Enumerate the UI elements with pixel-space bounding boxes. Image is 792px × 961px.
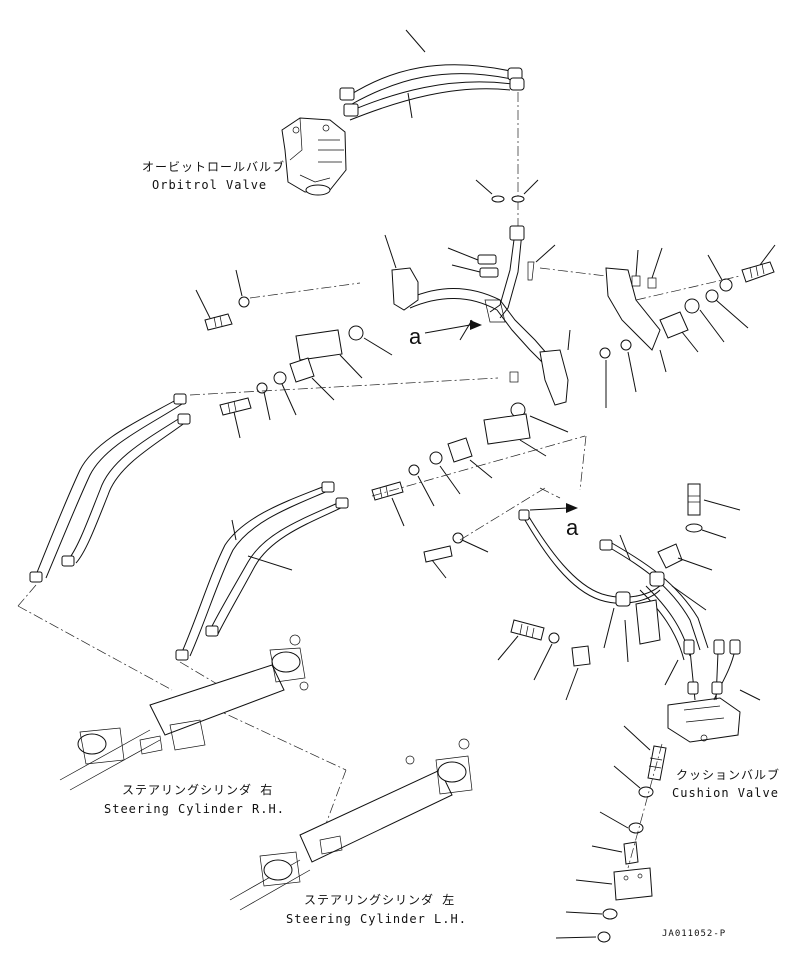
right-plate-hardware (371, 402, 586, 579)
ref-arrow-lower (529, 503, 578, 513)
drawing-code: JA011052-P (662, 929, 727, 939)
bottom-right-stack (555, 725, 667, 943)
steering-rh-label-jp: ステアリングシリンダ 右 (122, 783, 274, 797)
pipe-clamps (447, 244, 556, 281)
middle-hoses (175, 481, 349, 661)
orbitrol-valve (281, 117, 347, 196)
steering-cylinder-lh (229, 738, 473, 911)
right-hardware-top (599, 244, 776, 408)
steering-rh-label-en: Steering Cylinder R.H. (104, 802, 285, 816)
cushion-label-en: Cushion Valve (672, 786, 779, 800)
orbitrol-label-jp: オービットロールバルブ (142, 160, 286, 174)
cushion-top-bolt (685, 483, 741, 539)
cushion-pipes (518, 509, 713, 686)
steering-lh-label-en: Steering Cylinder L.H. (286, 912, 467, 926)
left-long-hoses (29, 393, 191, 583)
steering-cylinder-rh (59, 634, 309, 791)
left-plate-hardware (189, 269, 519, 439)
orbitrol-upper-hoses (339, 29, 525, 121)
reference-a-lower: a (566, 515, 579, 540)
cushion-valve (667, 639, 761, 743)
steering-lh-label-jp: ステアリングシリンダ 左 (304, 893, 456, 907)
bottom-center-hardware (497, 619, 591, 701)
orbitrol-label-en: Orbitrol Valve (152, 178, 268, 192)
o-rings-top (475, 179, 539, 203)
reference-a-upper: a (409, 324, 422, 349)
ref-arrow-upper (424, 320, 482, 334)
cushion-label-jp: クッションバルブ (676, 768, 781, 782)
center-pipe-assembly (384, 225, 571, 406)
right-bracket-assembly (539, 247, 667, 373)
